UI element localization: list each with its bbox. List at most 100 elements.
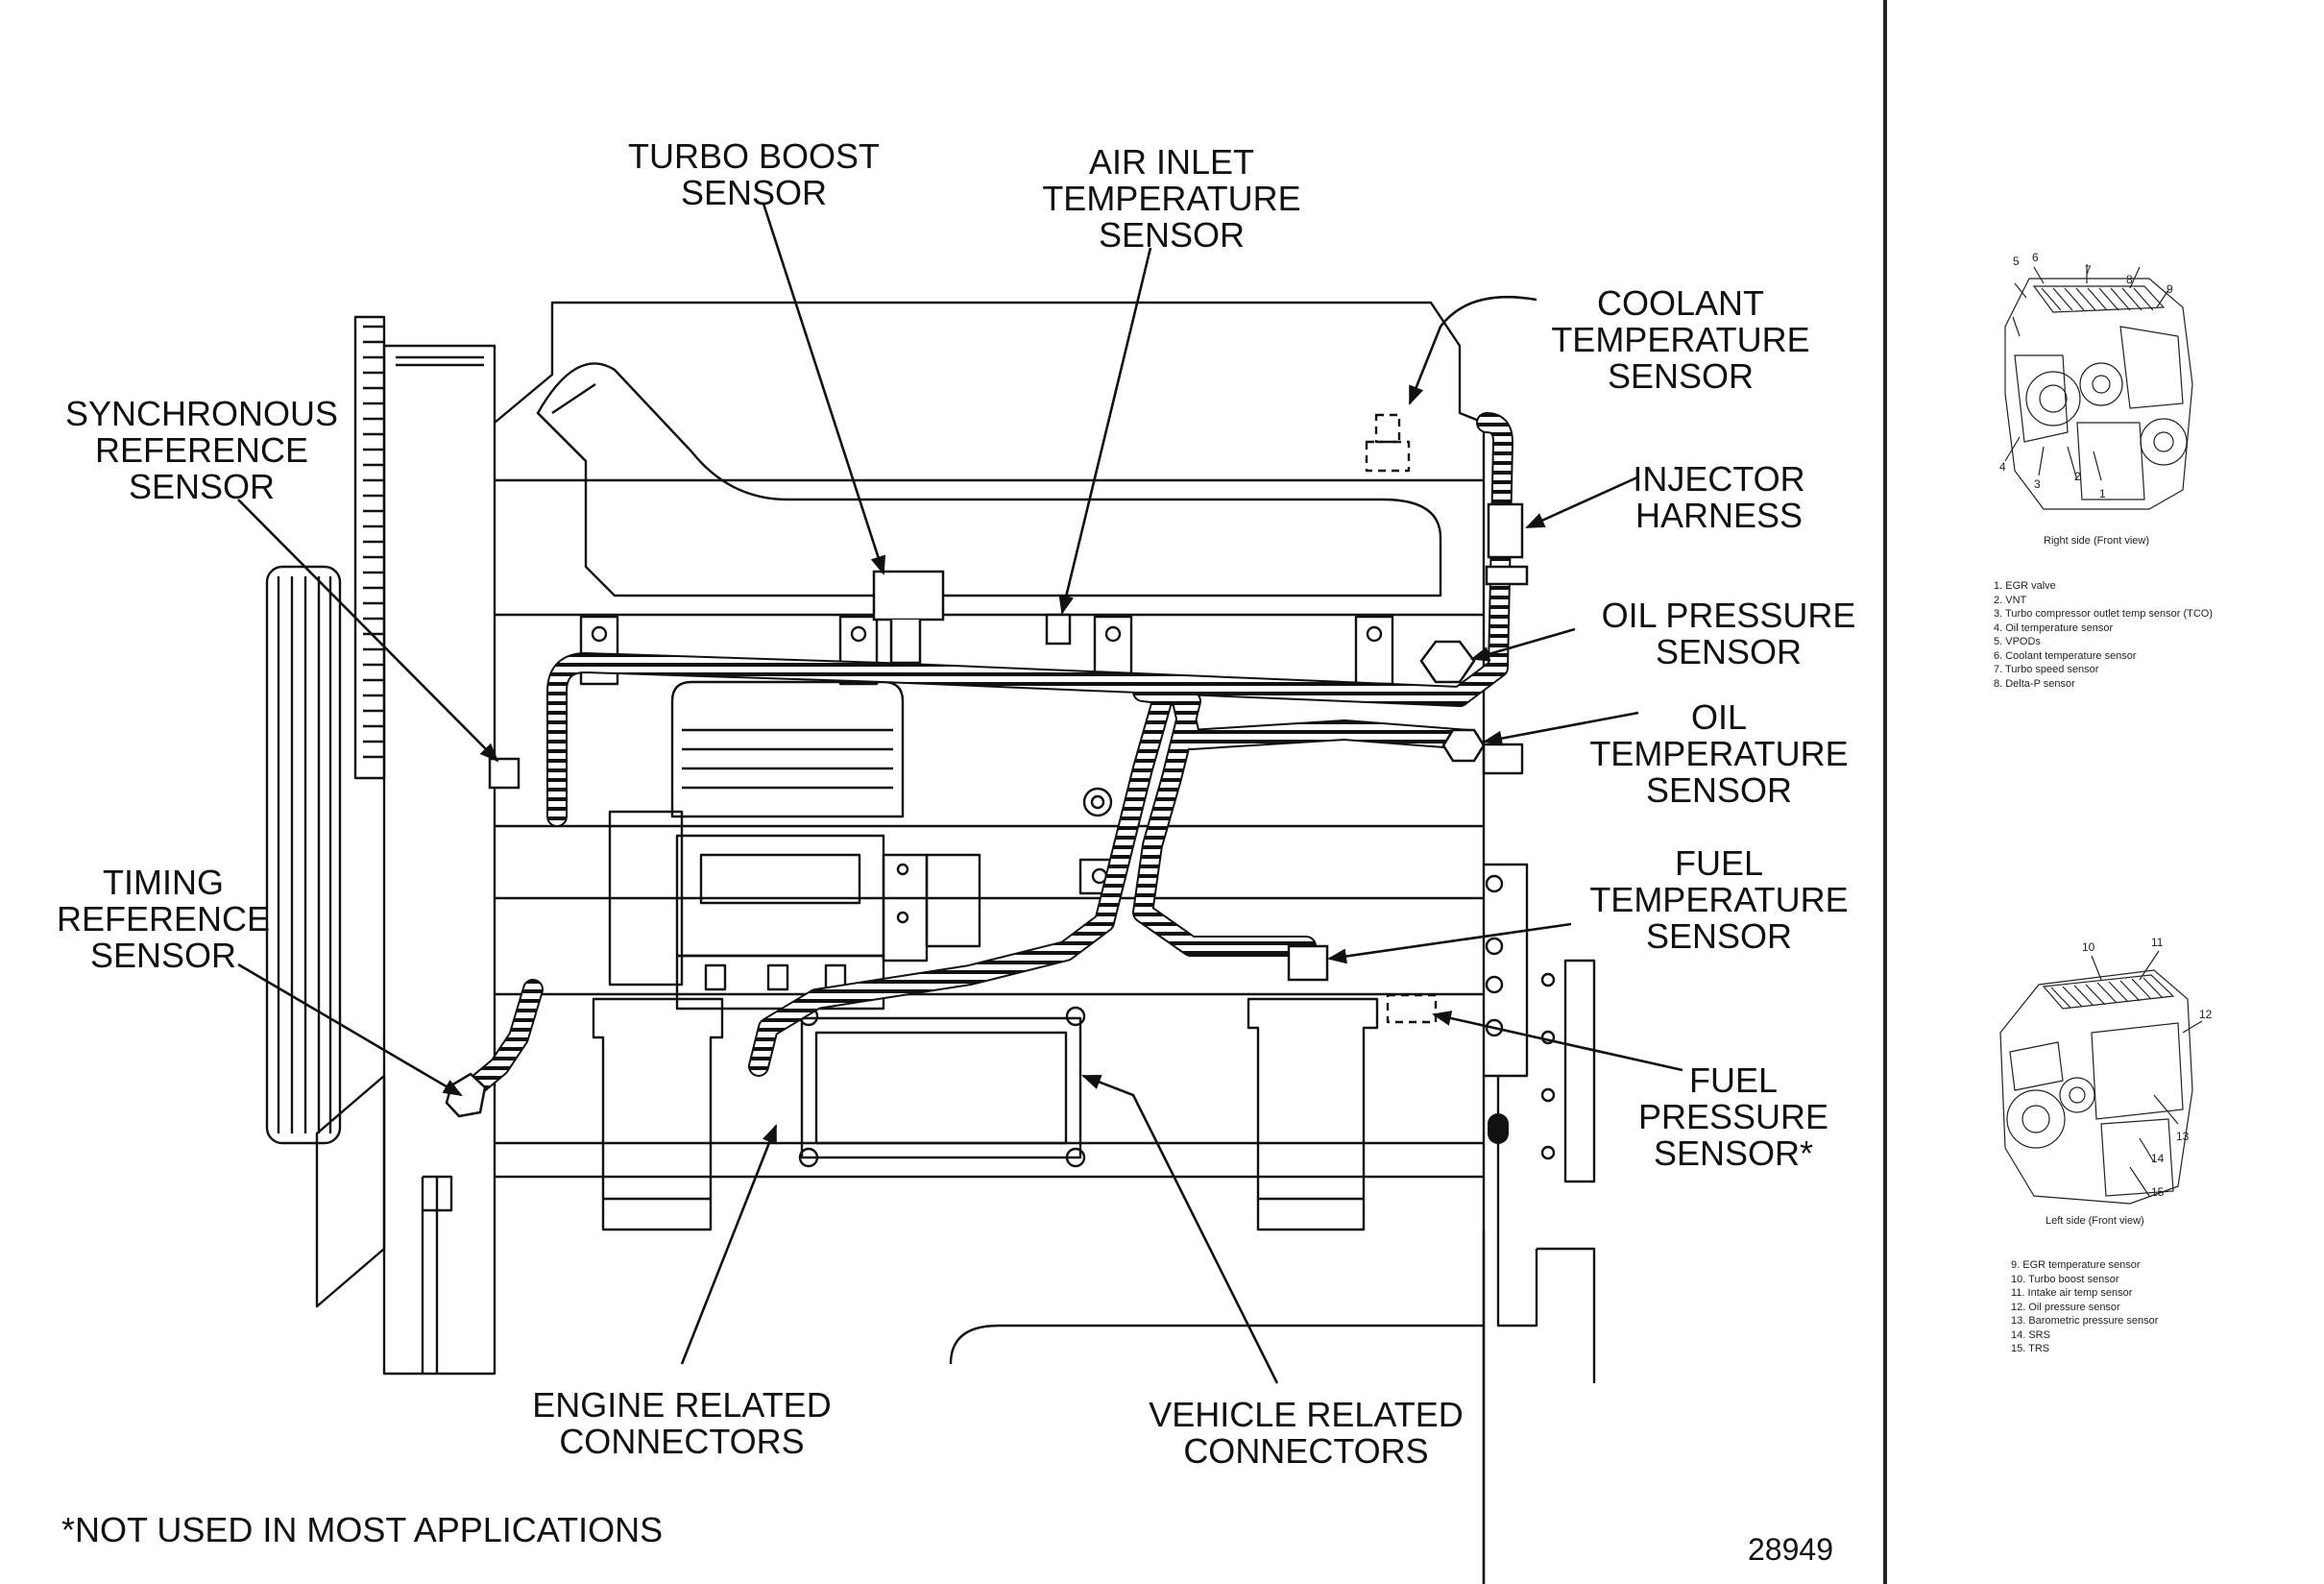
label-line: CONNECTORS <box>1183 1431 1429 1471</box>
leader-injector <box>1525 475 1638 529</box>
leader-vehicle-connectors <box>1081 1074 1279 1384</box>
label-line: FUEL <box>1688 1060 1779 1100</box>
leader-lines <box>237 203 1683 1384</box>
label-fuel-temperature-sensor: FUEL TEMPERATURE SENSOR <box>1556 845 1882 955</box>
legend-item: 12. Oil pressure sensor <box>2011 1301 2120 1313</box>
label-line: SENSOR <box>1645 770 1793 810</box>
callout-number: 10 <box>2082 940 2095 954</box>
label-synchronous-reference-sensor: SYNCHRONOUS REFERENCE SENSOR <box>38 396 365 505</box>
right-side-caption: Right side (Front view) <box>2044 535 2150 547</box>
oil-pressure-sensor-body <box>1419 640 1476 684</box>
air-inlet-sensor-body <box>1045 613 1072 646</box>
reference-side-panel: 5 6 7 8 9 4 3 2 1 Right side (Front view… <box>1890 0 2324 1584</box>
label-line: HARNESS <box>1634 496 1804 535</box>
label-injector-harness: INJECTOR HARNESS <box>1575 461 1863 534</box>
label-engine-related-connectors: ENGINE RELATED CONNECTORS <box>519 1387 845 1460</box>
label-line: INJECTOR <box>1633 459 1805 499</box>
footnote: *NOT USED IN MOST APPLICATIONS <box>61 1510 664 1549</box>
label-line: AIR INLET <box>1088 142 1255 182</box>
callout-number: 9 <box>2167 282 2173 296</box>
left-side-engine-thumbnail: 10 11 12 13 14 15 <box>1999 936 2213 1205</box>
label-oil-temperature-sensor: OIL TEMPERATURE SENSOR <box>1556 699 1882 809</box>
legend-item: 10. Turbo boost sensor <box>2011 1273 2119 1285</box>
leader-coolant <box>1408 296 1537 405</box>
fuel-temperature-sensor-body <box>1287 944 1329 982</box>
callout-number: 5 <box>2013 255 2020 268</box>
engine-block <box>421 301 1596 1584</box>
leader-turbo-boost <box>762 203 886 575</box>
label-line: FUEL <box>1674 843 1764 883</box>
label-line: SENSOR <box>1655 632 1803 671</box>
label-line: VEHICLE RELATED <box>1149 1395 1464 1434</box>
ecm-module <box>798 1006 1086 1168</box>
label-line: OIL <box>1690 697 1748 737</box>
callout-number: 7 <box>2085 263 2092 277</box>
label-oil-pressure-sensor: OIL PRESSURE SENSOR <box>1565 597 1892 670</box>
label-line: TURBO BOOST <box>627 136 881 176</box>
leader-synchronous <box>237 499 499 763</box>
label-line: SYNCHRONOUS <box>64 394 339 433</box>
legend-item: 5. VPODs <box>1994 636 2041 647</box>
legend-item: 6. Coolant temperature sensor <box>1994 649 2137 662</box>
label-line: CONNECTORS <box>559 1422 805 1461</box>
oil-temperature-sensor-body <box>1441 728 1486 763</box>
oil-filters <box>592 997 1379 1231</box>
turbo-boost-sensor-body <box>872 570 945 621</box>
leader-engine-connectors <box>680 1124 778 1365</box>
label-line: TEMPERATURE <box>1042 179 1301 218</box>
legend-item: 8. Delta-P sensor <box>1994 677 2075 690</box>
engine-line-drawing <box>237 203 1683 1584</box>
legend-item: 13. Barometric pressure sensor <box>2011 1315 2159 1327</box>
legend-item: 15. TRS <box>2011 1343 2050 1354</box>
callout-number: 2 <box>2074 470 2081 483</box>
legend-item: 11. Intake air temp sensor <box>2011 1287 2133 1299</box>
callout-number: 1 <box>2099 487 2106 500</box>
callout-number: 12 <box>2199 1008 2213 1021</box>
injector-harness-connector <box>1487 502 1524 559</box>
label-line: TEMPERATURE <box>1551 320 1810 359</box>
label-line: COOLANT <box>1596 283 1765 323</box>
panel-divider <box>1883 0 1887 1584</box>
label-timing-reference-sensor: TIMING REFERENCE SENSOR <box>19 865 307 974</box>
legend-item: 9. EGR temperature sensor <box>2011 1259 2141 1271</box>
label-line: TEMPERATURE <box>1589 880 1849 919</box>
label-line: ENGINE RELATED <box>532 1385 832 1425</box>
label-coolant-temperature-sensor: COOLANT TEMPERATURE SENSOR <box>1517 285 1844 395</box>
label-line: SENSOR <box>680 173 828 212</box>
label-line: OIL PRESSURE <box>1601 596 1856 635</box>
crank-pulley <box>265 565 342 1145</box>
leader-oil-temperature <box>1483 711 1639 746</box>
callout-number: 3 <box>2034 477 2041 491</box>
left-side-caption: Left side (Front view) <box>2046 1215 2144 1227</box>
legend-item: 14. SRS <box>2011 1328 2050 1341</box>
leader-fuel-temperature <box>1327 922 1572 964</box>
figure-number: 28949 <box>1748 1532 1833 1567</box>
legend-item: 1. EGR valve <box>1994 580 2056 592</box>
leader-oil-pressure <box>1470 627 1576 662</box>
left-side-legend: 9. EGR temperature sensor 10. Turbo boos… <box>2011 1258 2158 1356</box>
callout-number: 4 <box>1999 460 2006 474</box>
label-line: SENSOR <box>1607 356 1755 396</box>
callout-number: 8 <box>2126 273 2133 286</box>
callout-number: 13 <box>2176 1130 2190 1143</box>
label-line: PRESSURE <box>1637 1097 1829 1136</box>
leader-timing <box>237 963 463 1097</box>
legend-item: 3. Turbo compressor outlet temp sensor (… <box>1994 608 2214 620</box>
callout-number: 11 <box>2151 936 2164 949</box>
label-vehicle-related-connectors: VEHICLE RELATED CONNECTORS <box>1133 1397 1479 1470</box>
label-line: TIMING <box>103 863 224 902</box>
label-line: SENSOR <box>1098 215 1246 255</box>
legend-item: 2. VNT <box>1994 594 2027 606</box>
right-side-engine-thumbnail: 5 6 7 8 9 4 3 2 1 <box>1999 251 2193 510</box>
label-fuel-pressure-sensor: FUEL PRESSURE SENSOR* <box>1575 1062 1892 1172</box>
label-turbo-boost-sensor: TURBO BOOST SENSOR <box>595 138 912 211</box>
callout-number: 6 <box>2032 251 2039 264</box>
leader-fuel-pressure <box>1432 1011 1683 1072</box>
leader-air-inlet <box>1058 247 1152 615</box>
wiring-harness <box>460 412 1513 1144</box>
optional-sensors <box>1365 413 1438 1024</box>
label-air-inlet-temperature-sensor: AIR INLET TEMPERATURE SENSOR <box>1008 144 1335 254</box>
callout-number: 14 <box>2151 1152 2165 1165</box>
label-line: REFERENCE <box>94 430 309 470</box>
legend-item: 7. Turbo speed sensor <box>1994 664 2099 675</box>
